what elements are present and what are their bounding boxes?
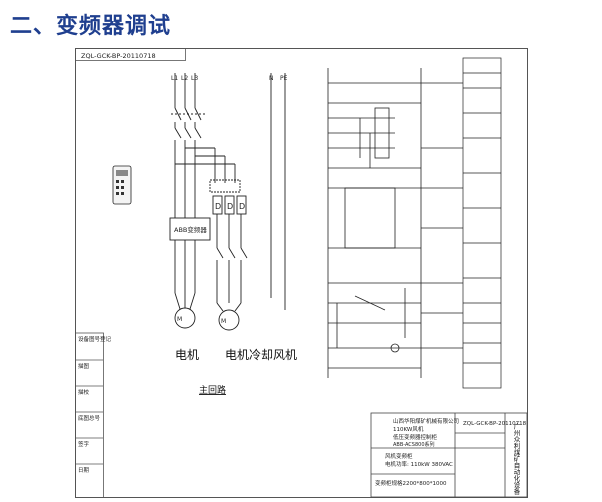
phase-label-pe: PE [280, 75, 288, 82]
motor-symbol: M [177, 316, 182, 323]
phase-label-l1: L1 [171, 75, 178, 82]
schematic-sheet: ZQL-GCK-BP-20110718 设备图号登记 描图 描校 底图总号 签字… [75, 48, 528, 499]
strip-label-4: 签字 [78, 440, 90, 448]
title-product-3: ABB-ACS800系列 [393, 441, 435, 448]
main-circuit-label: 主回路 [199, 384, 226, 396]
terminal-strip [421, 57, 502, 389]
sheet-code-top: ZQL-GCK-BP-20110718 [81, 52, 156, 60]
code-box [75, 48, 186, 61]
title-vertical: 广州众利煤矿自动化设备 [512, 422, 520, 496]
phase-label-l3: L3 [191, 75, 198, 82]
title-spec-2: 电机功率: 110kW 380VAC [385, 460, 453, 468]
sheet-border [75, 48, 528, 498]
control-circuit [327, 68, 422, 378]
fan-motor-symbol: M [221, 318, 226, 325]
strip-label-3: 底图总号 [78, 414, 101, 422]
slide-title: 二、变频器调试 [10, 14, 172, 39]
strip-label-2: 描校 [78, 388, 90, 396]
title-product-1: 110KW风机 [393, 425, 424, 433]
title-product-2: 低压变频器控制柜 [393, 433, 438, 441]
title-block [370, 412, 528, 498]
svg-text:D: D [239, 202, 245, 211]
main-circuit: D D D [169, 73, 286, 331]
title-company: 山西华阳煤矿机械有限公司 [393, 417, 459, 425]
strip-label-0: 设备图号登记 [78, 335, 112, 343]
vfd-label: ABB变频器 [174, 225, 207, 234]
strip-label-5: 日期 [78, 467, 90, 474]
phase-label-n: N [269, 75, 274, 82]
schematic-drawing: ZQL-GCK-BP-20110718 设备图号登记 描图 描校 底图总号 签字… [75, 48, 528, 499]
left-title-strip: 设备图号登记 描图 描校 底图总号 签字 日期 [75, 332, 112, 499]
svg-text:D: D [227, 202, 233, 211]
title-spec-3: 变频柜规格2200*800*1000 [375, 479, 447, 487]
sheet-code-side: ZQL-GCK-BP-20110718 [463, 421, 527, 427]
strip-label-1: 描图 [78, 362, 90, 370]
motor-label: 电机 [175, 348, 199, 362]
title-spec-1: 风机变频柜 [385, 452, 413, 460]
phase-label-l2: L2 [181, 75, 188, 82]
vfd-keypad-icon [112, 165, 132, 205]
svg-text:D: D [215, 202, 221, 211]
fan-label: 电机冷却风机 [225, 348, 297, 362]
